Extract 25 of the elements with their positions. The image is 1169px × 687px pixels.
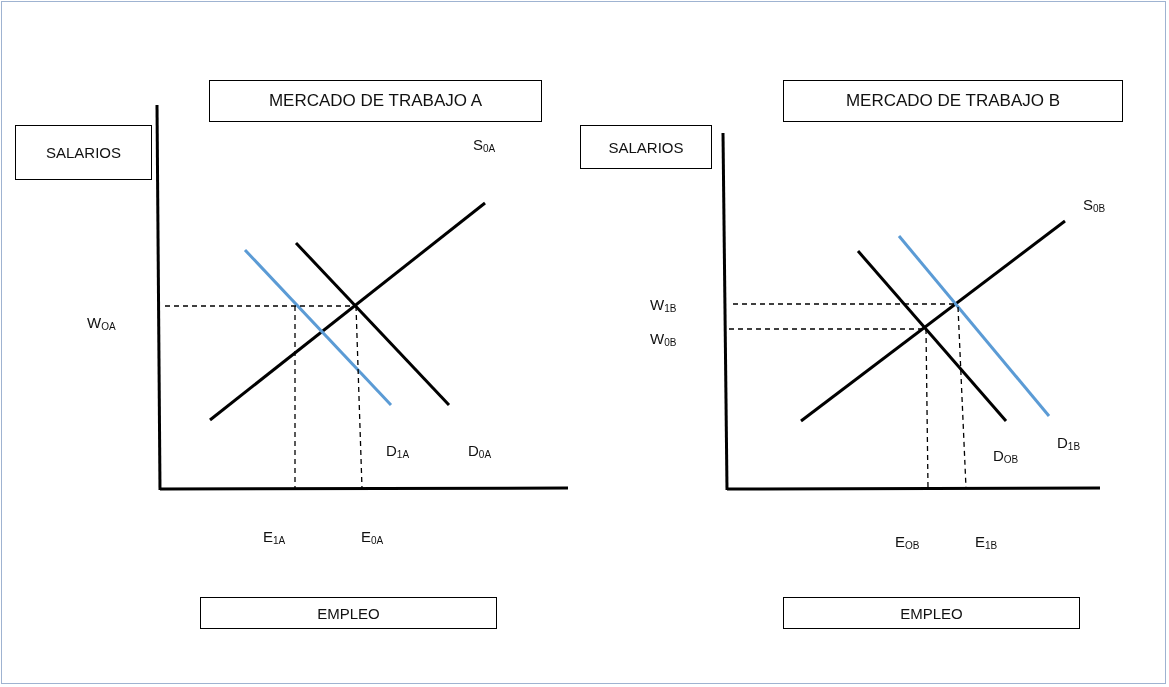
axis-value-label: E$_{1B}$ — [975, 533, 998, 553]
axis-value-label: E$_{1A}$ — [263, 528, 286, 548]
curve-label: D$_{0A}$ — [468, 442, 492, 462]
axis-value-label: E$_{0A}$ — [361, 528, 384, 548]
axis-title-box — [580, 125, 712, 169]
axis-value-label: E$_{OB}$ — [895, 533, 920, 553]
axis-title: EMPLEO — [317, 604, 380, 622]
axis-title-box — [200, 597, 497, 629]
curve-label: D$_{1B}$ — [1057, 434, 1081, 454]
chart-title: MERCADO DE TRABAJO B — [845, 91, 1061, 111]
curve-label: S$_{0B}$ — [1083, 196, 1106, 216]
axis-title-box — [783, 597, 1080, 629]
axis-title: SALARIOS — [46, 144, 121, 161]
curve-label: S$_{0A}$ — [473, 136, 496, 156]
axis-value-label: W$_{OA}$ — [87, 314, 116, 334]
title-box — [783, 80, 1123, 122]
axis-value-label: W$_{0B}$ — [650, 330, 677, 350]
chart-title: MERCADO DE TRABAJO A — [268, 91, 483, 111]
axis-value-label: W$_{1B}$ — [650, 296, 677, 316]
axis-title-box — [15, 125, 152, 180]
axis-title: SALARIOS — [608, 138, 684, 156]
curve-label: D$_{OB}$ — [993, 447, 1019, 467]
title-box — [209, 80, 542, 122]
curve-label: D$_{1A}$ — [386, 442, 410, 462]
axis-title: EMPLEO — [900, 604, 963, 622]
